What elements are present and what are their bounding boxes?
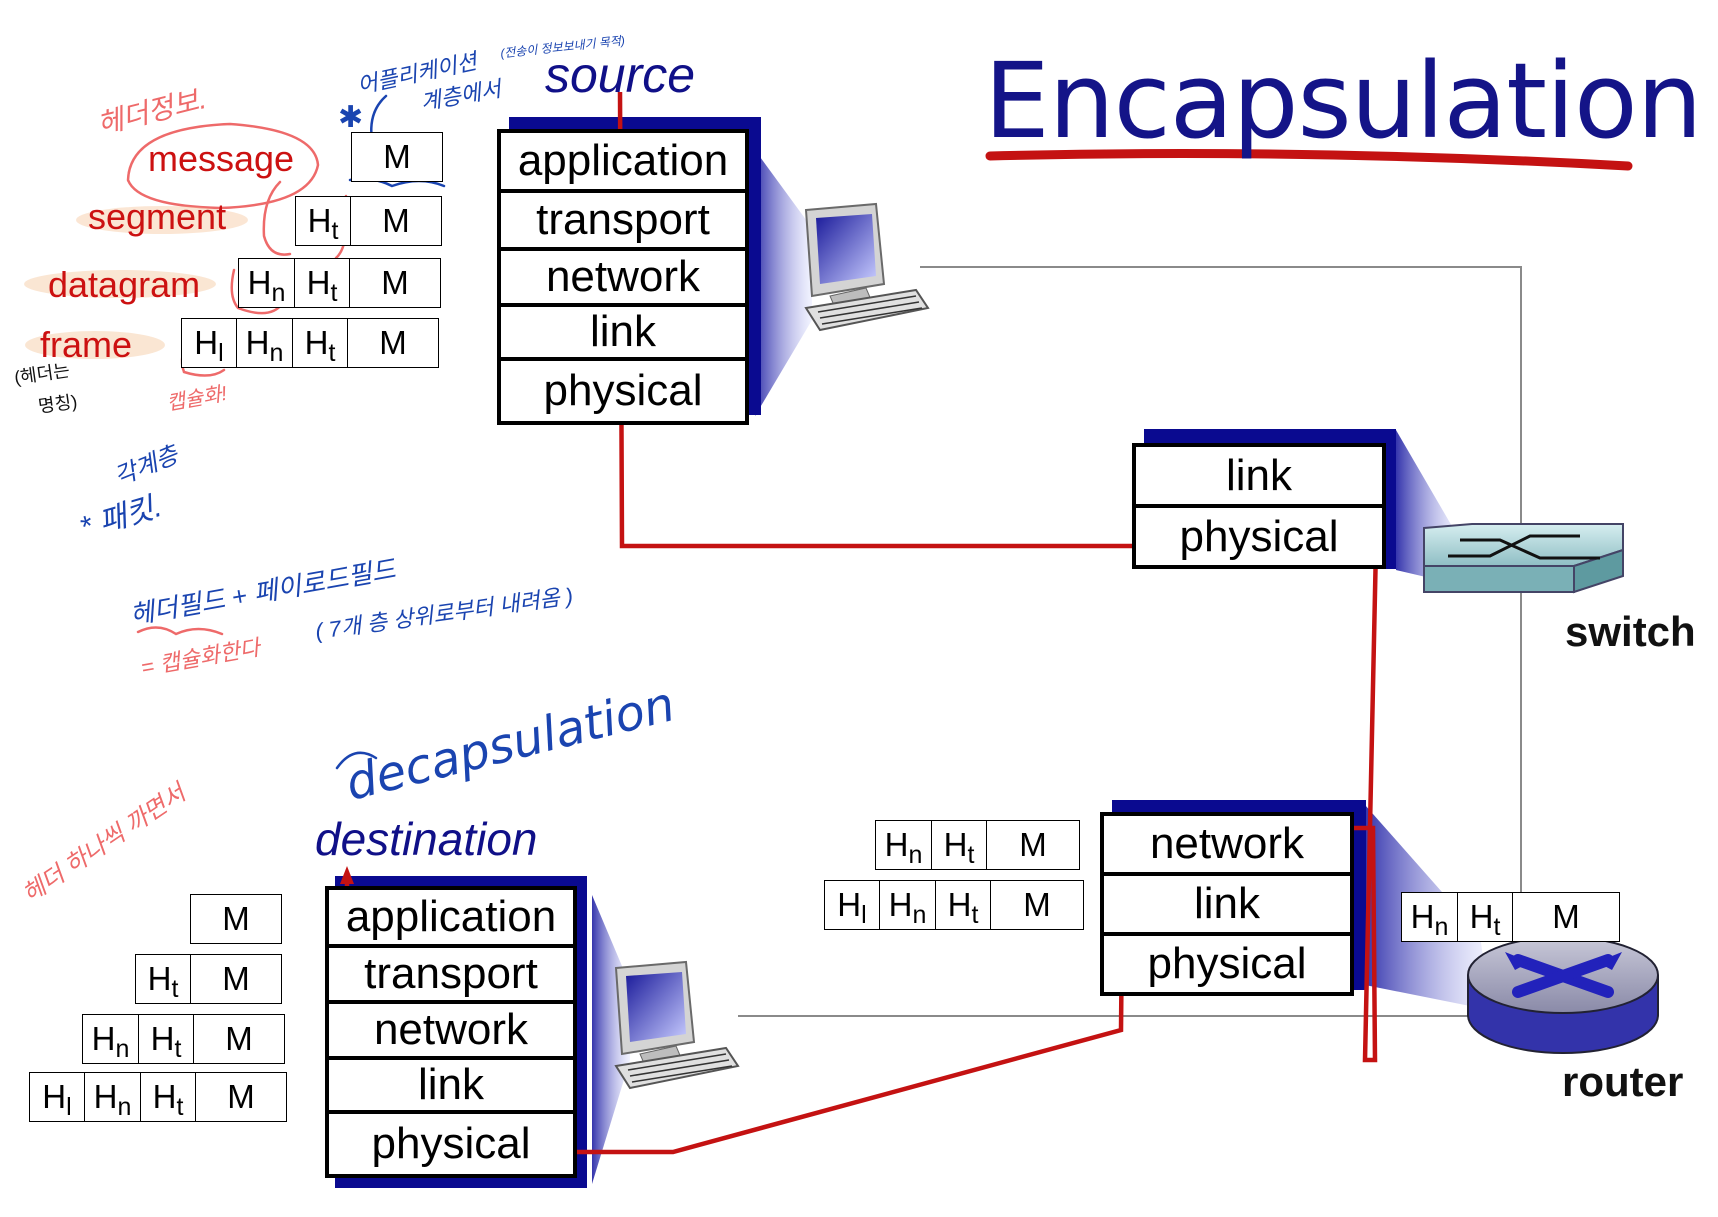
router-icon (1467, 936, 1659, 1054)
beam-source (755, 150, 812, 416)
router-layer-physical: physical (1100, 932, 1354, 996)
pdu-label-frame: frame (40, 324, 133, 365)
destination-layer-transport: transport (325, 944, 577, 1004)
annotation-star: ✱ (338, 101, 364, 134)
desktop-computer-icon (614, 960, 740, 1090)
source-layer-physical: physical (497, 357, 749, 425)
dest-packet-message: M (190, 894, 282, 944)
switch-icon (1423, 523, 1624, 594)
payload-cell: M (990, 880, 1084, 930)
packet-message: M (351, 132, 443, 182)
destination-label: destination (315, 813, 538, 865)
destination-layer-network: network (325, 1000, 577, 1060)
router-layer-network: network (1100, 812, 1354, 876)
pdu-label-datagram: datagram (48, 264, 201, 305)
highlight-smudges (24, 206, 248, 359)
payload-cell: M (193, 1014, 285, 1064)
source-protocol-stack: application transport network link physi… (497, 129, 749, 425)
destination-layer-physical: physical (325, 1110, 577, 1178)
destination-layer-link: link (325, 1056, 577, 1114)
payload-cell: M (351, 132, 443, 182)
payload-cell: M (190, 894, 282, 944)
pdu-label-segment: segment (88, 196, 227, 237)
network-links (738, 266, 1522, 1017)
switch-layer-physical: physical (1132, 504, 1386, 569)
switch-protocol-stack: link physical (1132, 443, 1386, 569)
payload-cell: M (350, 196, 442, 246)
router-label: router (1562, 1058, 1684, 1105)
path-arrowhead (340, 866, 354, 884)
payload-cell: M (347, 318, 439, 368)
source-layer-transport: transport (497, 189, 749, 251)
payload-cell: M (195, 1072, 287, 1122)
source-layer-network: network (497, 247, 749, 307)
source-label: source (545, 47, 696, 103)
pdu-label-message: message (148, 138, 295, 179)
router-protocol-stack: network link physical (1100, 812, 1354, 996)
payload-cell: M (986, 820, 1080, 870)
title-underline (985, 149, 1633, 171)
router-layer-link: link (1100, 872, 1354, 936)
destination-layer-application: application (325, 886, 577, 948)
switch-layer-link: link (1132, 443, 1386, 508)
source-layer-link: link (497, 303, 749, 361)
switch-label: switch (1565, 608, 1696, 655)
payload-cell: M (190, 954, 282, 1004)
payload-cell: M (1512, 892, 1620, 942)
payload-cell: M (349, 258, 441, 308)
source-layer-application: application (497, 129, 749, 193)
destination-protocol-stack: application transport network link physi… (325, 886, 577, 1178)
link-source-switch-router (920, 266, 1522, 1016)
desktop-computer-icon (804, 202, 930, 332)
annotation-bracket-note-2: 명칭) (36, 391, 79, 417)
page-title: Encapsulation (984, 40, 1702, 162)
